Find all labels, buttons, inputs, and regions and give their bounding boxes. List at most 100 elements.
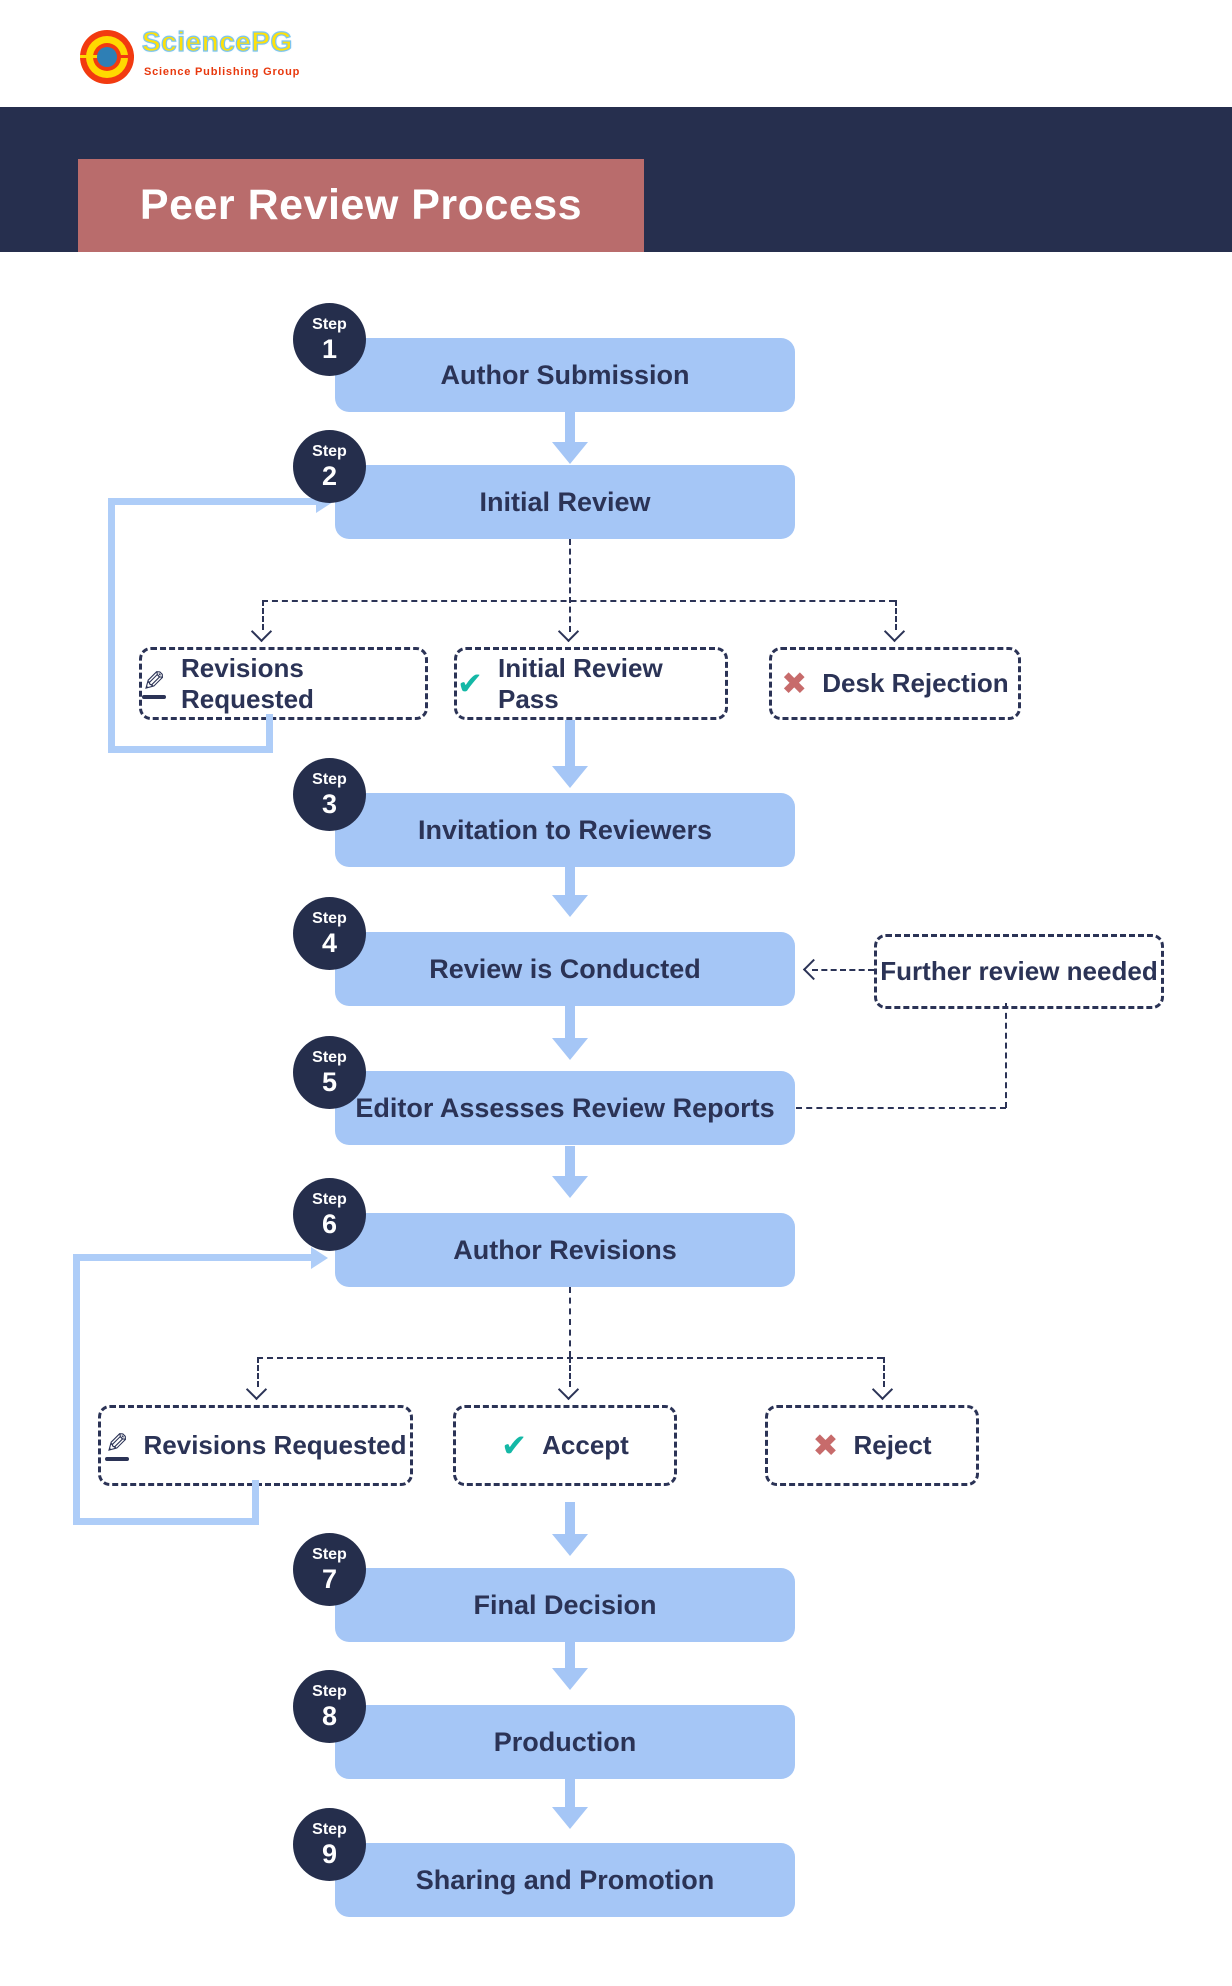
connector-branch2-left [257,1357,259,1387]
step-9-box: Sharing and Promotion [335,1843,795,1917]
sciencepg-logo-icon [80,30,134,84]
loop1-up [108,498,115,753]
step-word: Step [312,1545,347,1563]
arrowhead-down-icon [250,620,273,643]
step-7-label: Final Decision [473,1589,657,1620]
arrowhead-down-icon [245,1378,268,1401]
arrow-step1-step2 [552,410,588,464]
step-number: 8 [321,1700,338,1731]
loop2-down [252,1480,259,1525]
arrow-step5-step6 [552,1146,588,1198]
arrow-step8-step9 [552,1779,588,1829]
cross-icon: ✖ [812,1428,839,1463]
note-label: Further review needed [880,956,1158,986]
loop2-arrowhead-icon [311,1247,328,1269]
step-8-label: Production [493,1726,637,1757]
branch-label: Accept [542,1430,629,1460]
step-number: 6 [321,1208,338,1239]
connector-branch2-right [883,1357,885,1387]
step-number: 4 [321,927,338,958]
logo-brand: SciencePG [141,25,293,57]
loop1-into-step2 [108,498,318,505]
connector-note-down [1005,1003,1007,1108]
arrowhead-down-icon [871,1378,894,1401]
arrowhead-down-icon [557,620,580,643]
branch-initial-review-pass: ✔ Initial Review Pass [454,647,728,720]
step-word: Step [312,770,347,788]
arrowhead-down-icon [557,1378,580,1401]
branch-label: Desk Rejection [822,668,1009,698]
step-number: 5 [321,1066,338,1097]
step-3-box: Invitation to Reviewers [335,793,795,867]
loop2-up [73,1254,80,1525]
step-number: 1 [321,333,338,364]
arrow-pass-step3 [552,720,588,788]
arrow-step4-step5 [552,1006,588,1060]
loop1-down [266,714,273,753]
loop2-into-step6 [73,1254,313,1261]
connector-branch2-mid [569,1357,571,1387]
cross-icon: ✖ [781,666,808,701]
arrow-accept-step7 [552,1502,588,1556]
step-1-label: Author Submission [440,359,690,390]
connector-branch1-rail [262,600,895,602]
step-7-box: Final Decision [335,1568,795,1642]
step-word: Step [312,1682,347,1700]
arrow-step3-step4 [552,867,588,917]
arrow-step7-step8 [552,1640,588,1690]
logo-tagline: Science Publishing Group [144,66,301,78]
step-4-label: Review is Conducted [429,953,701,984]
branch-reject: ✖ Reject [765,1405,979,1486]
loop1-bottom [108,746,273,753]
step-word: Step [312,1820,347,1838]
branch-desk-rejection: ✖ Desk Rejection [769,647,1021,720]
step-8-box: Production [335,1705,795,1779]
step-6-label: Author Revisions [453,1234,677,1265]
connector-note-step4 [812,969,874,971]
step-2-box: Initial Review [335,465,795,539]
branch-accept: ✔ Accept [453,1405,677,1486]
connector-step6-branch [569,1287,571,1357]
connector-step2-branch [569,539,571,632]
branch-label: Reject [853,1430,932,1460]
step-1-box: Author Submission [335,338,795,412]
branch-label: Initial Review Pass [497,652,663,714]
logo-core [97,47,117,67]
pencil-icon: ✎ [142,666,166,699]
connector-branch1-left [262,600,264,630]
step-word: Step [312,315,347,333]
step-number: 7 [321,1563,338,1594]
branch-revisions-requested-initial: ✎ Revisions Requested [139,647,428,720]
step-word: Step [312,909,347,927]
step-6-box: Author Revisions [335,1213,795,1287]
connector-step5-note [796,1107,1006,1109]
step-word: Step [312,1190,347,1208]
connector-branch1-right [895,600,897,630]
step-word: Step [312,1048,347,1066]
step-4-box: Review is Conducted [335,932,795,1006]
step-5-label: Editor Assesses Review Reports [355,1092,775,1123]
check-icon: ✔ [501,1428,528,1463]
check-icon: ✔ [457,666,483,701]
arrowhead-down-icon [883,620,906,643]
step-number: 3 [321,788,338,819]
pencil-icon: ✎ [104,1428,129,1461]
loop2-bottom [73,1518,259,1525]
step-number: 9 [321,1838,338,1869]
step-2-label: Initial Review [479,486,651,517]
step-3-label: Invitation to Reviewers [417,814,713,845]
step-9-label: Sharing and Promotion [415,1864,715,1895]
branch-label: Revisions Requested [143,1430,407,1460]
step-5-box: Editor Assesses Review Reports [335,1071,795,1145]
step-word: Step [312,442,347,460]
note-further-review-needed: Further review needed [874,934,1164,1009]
